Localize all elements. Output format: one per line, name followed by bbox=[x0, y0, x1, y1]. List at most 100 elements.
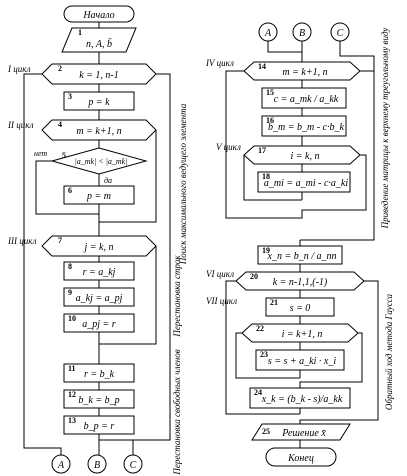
block-1-num: 1 bbox=[78, 28, 82, 37]
block-13-text: b_p = r bbox=[84, 421, 115, 432]
block-1-input: 1 n, A, b̄ bbox=[61, 27, 137, 53]
block-21-text: s = 0 bbox=[290, 303, 311, 314]
cycle-7-label: VII цикл bbox=[206, 296, 237, 306]
block-13-num: 13 bbox=[68, 416, 76, 425]
block-24-process: 24 x_k = (b_k - s)/a_kk bbox=[249, 387, 351, 409]
cycle-3-label: III цикл bbox=[7, 236, 37, 246]
end-label: Конец bbox=[287, 453, 314, 464]
block-12-process: 12 b_k = b_p bbox=[63, 389, 135, 409]
block-6-text: p = m bbox=[86, 191, 111, 202]
block-18-text: a_mi = a_mi - c·a_ki bbox=[264, 178, 348, 189]
svg-text:B: B bbox=[94, 460, 100, 471]
cycle-5-label: V цикл bbox=[216, 142, 241, 152]
block-12-num: 12 bbox=[68, 390, 76, 399]
branch-no-label: нет bbox=[34, 149, 47, 158]
side-label-rows: Перестановка строк bbox=[172, 255, 182, 338]
start-label: Начало bbox=[82, 10, 114, 21]
block-2-loop: 2 k = 1, n-1 bbox=[41, 63, 157, 85]
block-18-process: 18 a_mi = a_mi - c·a_ki bbox=[257, 171, 351, 193]
block-23-text: s = s + a_ki · x_i bbox=[268, 356, 336, 367]
block-14-loop: 14 m = k+1, n bbox=[243, 61, 361, 81]
svg-text:B: B bbox=[299, 28, 305, 39]
block-23-process: 23 s = s + a_ki · x_i bbox=[255, 349, 345, 371]
connector-a-bottom: A bbox=[51, 454, 71, 474]
block-3-text: p = k bbox=[87, 97, 110, 108]
block-17-num: 17 bbox=[258, 146, 266, 155]
block-23-num: 23 bbox=[260, 350, 268, 359]
block-14-num: 14 bbox=[258, 62, 266, 71]
block-21-process: 21 s = 0 bbox=[265, 297, 335, 317]
block-20-num: 20 bbox=[250, 272, 258, 281]
block-16-text: b_m = b_m - c·b_k bbox=[268, 122, 344, 133]
connector-a-top: A bbox=[258, 22, 278, 42]
block-5-num: 5 bbox=[62, 151, 66, 160]
cycle-6-label: VI цикл bbox=[206, 269, 234, 279]
block-2-text: k = 1, n-1 bbox=[79, 70, 119, 81]
svg-text:C: C bbox=[130, 460, 137, 471]
svg-text:A: A bbox=[264, 28, 272, 39]
block-17-text: i = k, n bbox=[291, 151, 320, 162]
end-terminal: Конец bbox=[265, 447, 337, 467]
block-9-process: 9 a_kj = a_pj bbox=[63, 287, 135, 307]
block-10-text: a_pj = r bbox=[82, 319, 116, 330]
block-20-text: k = n-1,1,(-1) bbox=[273, 277, 328, 288]
block-7-num: 7 bbox=[58, 236, 62, 245]
block-10-process: 10 a_pj = r bbox=[63, 313, 135, 333]
block-19-text: x_n = b_n / a_nn bbox=[267, 251, 337, 262]
connector-c-top: C bbox=[330, 22, 350, 42]
block-7-loop: 7 j = k, n bbox=[41, 235, 157, 257]
block-8-text: r = a_kj bbox=[83, 267, 116, 278]
block-22-num: 22 bbox=[256, 324, 264, 333]
block-3-num: 3 bbox=[68, 92, 72, 101]
block-15-process: 15 c = a_mk / a_kk bbox=[261, 87, 347, 109]
side-label-triangular: Приведение матрицы к верхнему треугольно… bbox=[380, 28, 390, 230]
block-19-num: 19 bbox=[262, 246, 270, 255]
block-20-loop: 20 k = n-1,1,(-1) bbox=[235, 271, 365, 291]
block-11-num: 11 bbox=[68, 364, 76, 373]
block-6-process: 6 p = m bbox=[63, 185, 135, 205]
side-label-back-substitution: Обратный ход метода Гаусса bbox=[384, 293, 394, 410]
block-25-text: Решение x̄ bbox=[281, 428, 326, 439]
block-4-text: m = k+1, n bbox=[76, 126, 121, 137]
block-24-num: 24 bbox=[254, 388, 262, 397]
block-1-text: n, A, b̄ bbox=[86, 38, 112, 50]
block-5-text: |a_mk| < |a_mk| bbox=[75, 157, 128, 166]
block-16-num: 16 bbox=[266, 116, 274, 125]
block-22-loop: 22 i = k+1, n bbox=[241, 323, 359, 343]
cycle-4-label: IV цикл bbox=[205, 58, 234, 68]
block-25-num: 25 bbox=[262, 427, 270, 436]
block-7-text: j = k, n bbox=[83, 242, 114, 253]
side-label-free: Перестановка свободных членов bbox=[172, 349, 182, 475]
block-15-num: 15 bbox=[266, 88, 274, 97]
svg-text:A: A bbox=[57, 460, 65, 471]
connector-c-bottom: C bbox=[123, 454, 143, 474]
block-15-text: c = a_mk / a_kk bbox=[274, 94, 339, 105]
connector-b-top: B bbox=[292, 22, 312, 42]
block-17-loop: 17 i = k, n bbox=[243, 145, 361, 165]
block-25-output: 25 Решение x̄ bbox=[251, 423, 351, 441]
block-4-num: 4 bbox=[58, 120, 62, 129]
block-11-process: 11 r = b_k bbox=[63, 363, 135, 383]
svg-text:C: C bbox=[337, 28, 344, 39]
block-24-text: x_k = (b_k - s)/a_kk bbox=[261, 394, 343, 405]
block-3-process: 3 p = k bbox=[63, 91, 135, 111]
block-5-decision: 5 |a_mk| < |a_mk| bbox=[50, 147, 148, 175]
cycle-2-label: II цикл bbox=[7, 120, 34, 130]
block-16-process: 16 b_m = b_m - c·b_k bbox=[261, 115, 347, 137]
block-2-num: 2 bbox=[58, 64, 62, 73]
block-8-process: 8 r = a_kj bbox=[63, 261, 135, 281]
side-label-search: Поиск максимального ведущего элемента bbox=[178, 103, 188, 265]
block-6-num: 6 bbox=[68, 186, 72, 195]
block-11-text: r = b_k bbox=[84, 369, 115, 380]
cycle-1-label: I цикл bbox=[7, 64, 31, 74]
connector-b-bottom: B bbox=[87, 454, 107, 474]
branch-yes-label: да bbox=[104, 176, 112, 185]
block-22-text: i = k+1, n bbox=[282, 329, 323, 340]
block-12-text: b_k = b_p bbox=[78, 395, 119, 406]
block-13-process: 13 b_p = r bbox=[63, 415, 135, 435]
block-9-text: a_kj = a_pj bbox=[76, 293, 123, 304]
block-10-num: 10 bbox=[68, 314, 76, 323]
block-21-num: 21 bbox=[270, 298, 278, 307]
block-4-loop: 4 m = k+1, n bbox=[41, 119, 157, 141]
